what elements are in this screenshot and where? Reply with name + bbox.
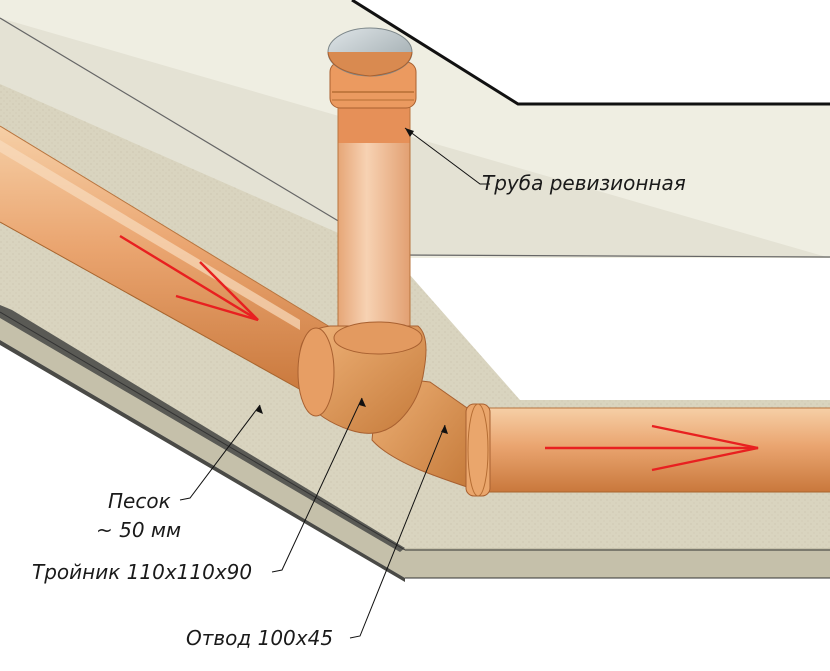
pipe-right [480, 408, 830, 492]
label-sand-thickness: ~ 50 мм [96, 518, 182, 542]
flow-arrow-left [119, 234, 259, 322]
leader-sand [179, 404, 261, 501]
trench-top-edge [351, 0, 830, 106]
base-layer [0, 310, 405, 582]
leader-elbow [349, 424, 446, 639]
leader-tee [271, 397, 363, 573]
ground-surface [0, 0, 830, 258]
label-tee: Тройник 110х110х90 [32, 560, 253, 584]
elbow-socket [465, 403, 491, 497]
leader-revision [404, 127, 490, 185]
label-elbow: Отвод 100х45 [186, 626, 334, 650]
label-sand: Песок [108, 489, 171, 513]
label-revision-pipe: Труба ревизионная [482, 171, 686, 195]
trench-back-wall [0, 18, 830, 258]
flow-arrow-right [545, 424, 759, 472]
sand-bed-side [0, 310, 830, 578]
